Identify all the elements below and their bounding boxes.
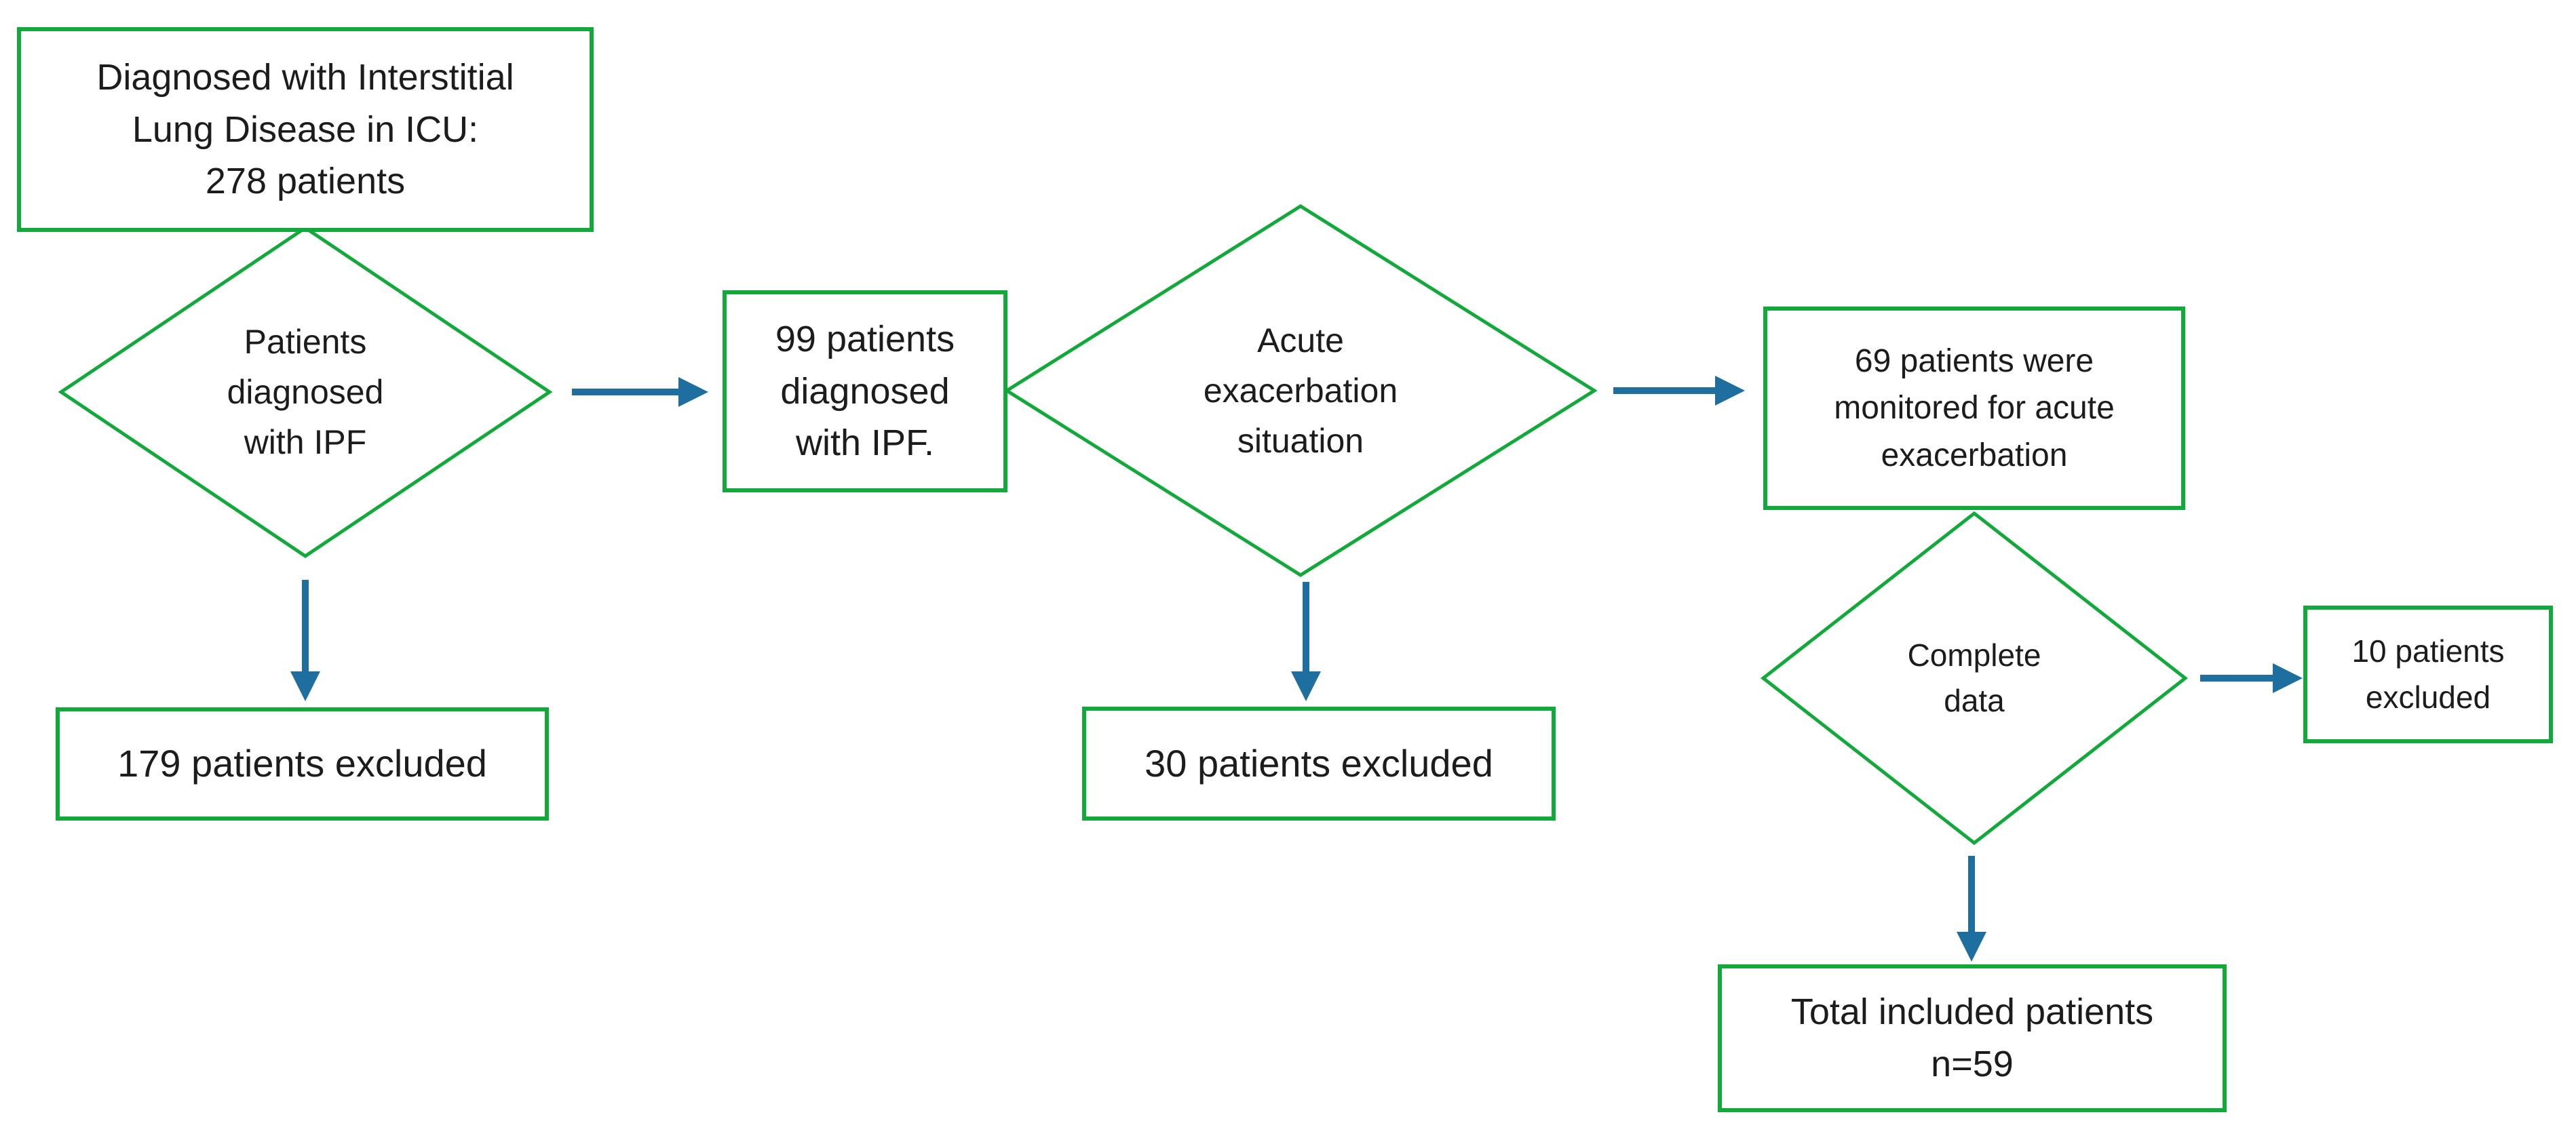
diamond-patients-diagnosed-ipf	[58, 225, 553, 559]
node-text-line: diagnosed	[227, 373, 384, 411]
label-patients-diagnosed-ipf: Patients diagnosed with IPF	[227, 317, 384, 467]
node-text-line: situation	[1237, 422, 1364, 460]
node-30-patients-excluded: 30 patients excluded	[1082, 707, 1556, 821]
node-text-line: n=59	[1931, 1044, 2014, 1084]
node-text-line: 10 patients	[2351, 633, 2505, 669]
node-69-monitored-acute-exacerbation: 69 patients were monitored for acute exa…	[1763, 307, 2185, 510]
node-10-patients-excluded: 10 patients excluded	[2303, 606, 2553, 743]
node-text-line: Patients	[244, 323, 367, 361]
arrow-head-ae-decision-to-30-excluded	[1291, 671, 1321, 701]
node-text-line: data	[1944, 683, 2005, 718]
node-text-line: 99 patients	[775, 318, 955, 359]
node-text-line: 69 patients were	[1854, 343, 2094, 380]
node-text-line: exacerbation	[1203, 372, 1398, 410]
diamond-complete-data	[1760, 511, 2189, 846]
node-text-line: excluded	[2365, 679, 2491, 715]
node-text-line: 30 patients excluded	[1145, 741, 1493, 785]
arrow-head-ipf-decision-to-179-excluded	[290, 671, 320, 701]
node-text-line: with IPF.	[795, 422, 935, 464]
node-99-patients-ipf: 99 patients diagnosed with IPF.	[723, 290, 1007, 492]
node-text-line: monitored for acute	[1834, 390, 2115, 427]
node-text-line: diagnosed	[780, 370, 950, 412]
label-acute-exacerbation-situation: Acute exacerbation situation	[1204, 315, 1398, 466]
node-text-line: Lung Disease in ICU:	[132, 109, 479, 150]
node-total-included-n59: Total included patients n=59	[1718, 964, 2227, 1112]
node-text-line: Acute	[1257, 321, 1344, 359]
node-text-line: exacerbation	[1881, 437, 2068, 473]
node-text-line: 179 patients excluded	[117, 742, 487, 785]
node-text-line: 278 patients	[205, 161, 406, 202]
arrow-head-ae-decision-to-69	[1715, 376, 1745, 406]
label-complete-data: Complete data	[1908, 633, 2041, 724]
node-diagnosed-ild-icu-278: Diagnosed with Interstitial Lung Disease…	[17, 27, 594, 232]
arrow-head-ipf-decision-to-99	[678, 377, 708, 407]
node-text-line: with IPF	[244, 423, 367, 461]
node-text-line: Total included patients	[1790, 991, 2154, 1033]
node-text-line: Complete	[1907, 637, 2041, 673]
arrow-head-complete-data-to-10-excluded	[2273, 663, 2303, 693]
node-179-patients-excluded: 179 patients excluded	[56, 707, 549, 821]
diamond-acute-exacerbation-situation	[1003, 204, 1598, 577]
arrow-head-complete-data-to-total-included	[1957, 932, 1986, 962]
node-text-line: Diagnosed with Interstitial	[96, 56, 514, 98]
